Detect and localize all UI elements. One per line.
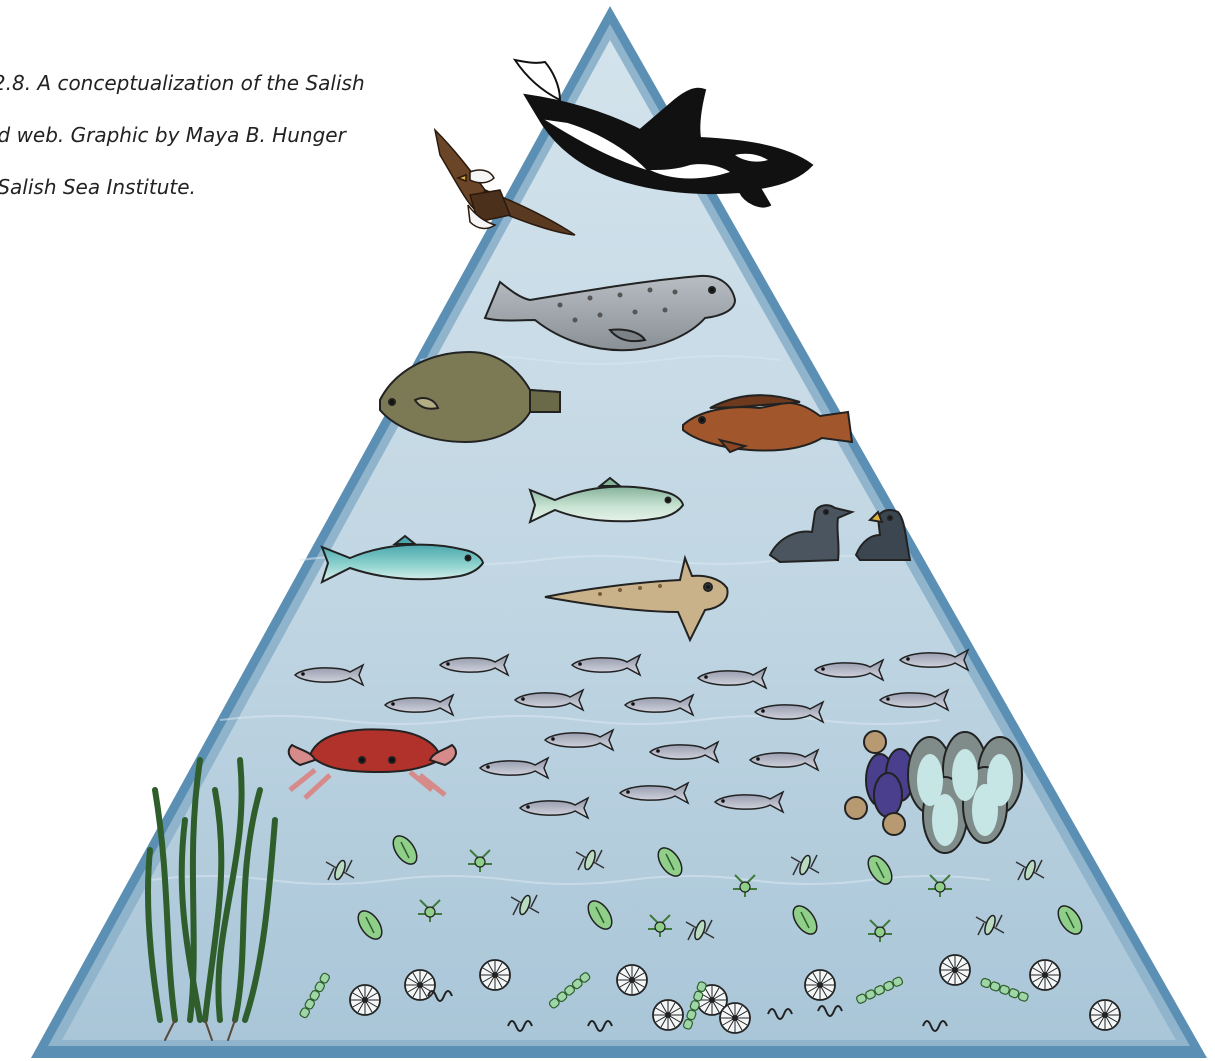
diatom-icon [350, 985, 380, 1015]
diatom-icon [1090, 1000, 1120, 1030]
diatom-icon [480, 960, 510, 990]
diatom-icon [720, 1003, 750, 1033]
diatom-icon [940, 955, 970, 985]
diatom-icon [653, 1000, 683, 1030]
diatom-icon [1030, 960, 1060, 990]
diatom-icon [405, 970, 435, 1000]
diatom-icon [617, 965, 647, 995]
diatom-icon [805, 970, 835, 1000]
